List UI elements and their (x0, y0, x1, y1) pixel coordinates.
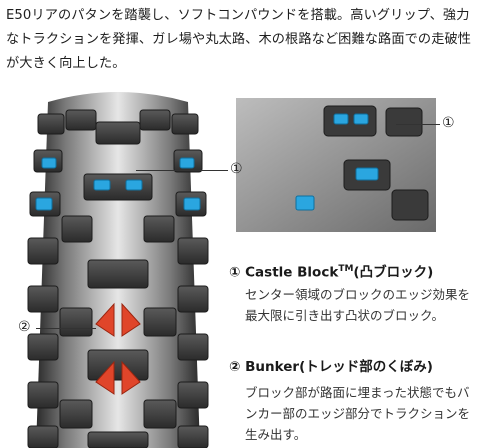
callout-1-main: ① (230, 161, 243, 177)
callout-2-leader (36, 328, 96, 329)
callout-1-detail-leader (396, 124, 440, 125)
feature-1-title: ① Castle BlockTM(凸ブロック) (229, 264, 434, 281)
feature-2-title: ② Bunker(トレッド部のくぼみ) (229, 359, 433, 375)
feature-1-description: センター領域のブロックのエッジ効果を最大限に引き出す凸状のブロック。 (245, 287, 471, 323)
tire-tread-illustration (27, 92, 209, 448)
castle-block-detail-illustration (236, 98, 436, 232)
intro-paragraph: E50リアのパタンを踏襲し、ソフトコンパウンドを搭載。高いグリップ、強力なトラク… (6, 8, 472, 71)
feature-2-description: ブロック部が路面に埋まった状態でもバンカー部のエッジ部分でトラクションを生み出す… (245, 385, 471, 442)
callout-2: ② (18, 319, 31, 335)
callout-1-detail: ① (442, 115, 455, 131)
callout-1-leader (136, 170, 228, 171)
